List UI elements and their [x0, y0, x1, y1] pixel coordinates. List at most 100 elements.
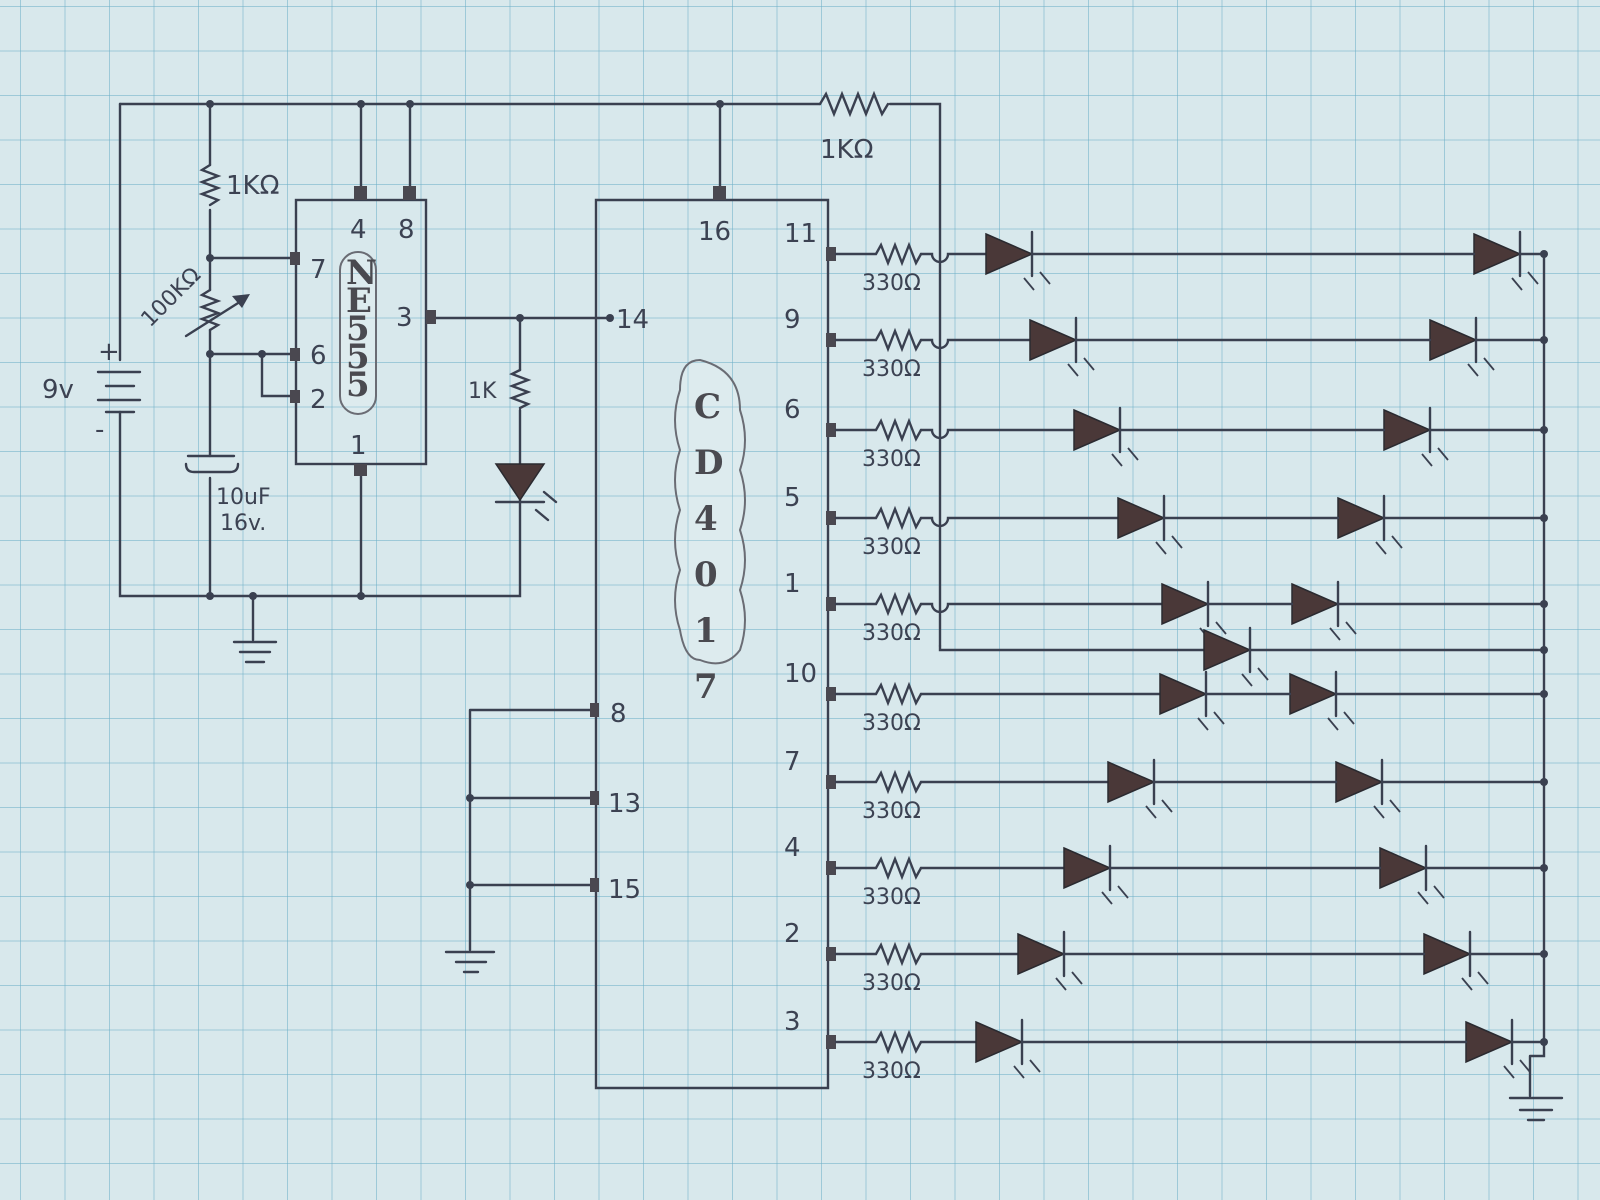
- resistor-label: 330Ω: [862, 971, 921, 996]
- ne555-pin7: 7: [310, 255, 327, 285]
- led-icon: [1473, 232, 1522, 276]
- battery-icon: [96, 370, 142, 414]
- ne555-letter: 5: [346, 309, 370, 349]
- ground-icon: [444, 950, 496, 974]
- indicator-resistor-label: 1K: [468, 379, 497, 404]
- led-icon: [1073, 408, 1122, 452]
- led-icon: [1423, 932, 1472, 976]
- cd4017-pin16: 16: [698, 217, 731, 247]
- output-row: 9 330Ω: [784, 305, 1548, 382]
- ne555-pin1: 1: [350, 431, 367, 461]
- cd4017-pin8: 8: [610, 699, 627, 729]
- resistor-label: 330Ω: [862, 447, 921, 472]
- led-icon: [1063, 846, 1112, 890]
- battery-minus: -: [95, 415, 104, 445]
- resistor-label: 330Ω: [862, 711, 921, 736]
- battery-label: 9v: [42, 375, 74, 405]
- ne555-pin2: 2: [310, 385, 327, 415]
- cd4017-pin14: 14: [616, 305, 649, 335]
- cd4017-outputs: 11330Ω9330Ω6330Ω5330Ω1330Ω10330Ω7330Ω433…: [784, 219, 1548, 1084]
- resistor-label: 330Ω: [862, 1059, 921, 1084]
- led-icon: [1029, 318, 1078, 362]
- cd4017-letter: 4: [694, 499, 718, 539]
- cd4017-left-pins: [590, 703, 599, 892]
- resistor-label: 330Ω: [862, 271, 921, 296]
- led-icon: [1107, 760, 1156, 804]
- led-icon: [1383, 408, 1432, 452]
- cd4017-output-pin: 10: [784, 659, 817, 689]
- ne555-letter: N: [346, 253, 377, 293]
- junction-dots: [206, 100, 724, 889]
- output-row: 2 330Ω: [784, 919, 1548, 996]
- top-1k-resistor: [818, 90, 890, 118]
- 330-resistor: [834, 769, 923, 795]
- led-icon: [1289, 672, 1338, 716]
- cd4017-letter: C: [694, 387, 721, 427]
- cd4017-pin13: 13: [608, 789, 641, 819]
- ne555-letter: 5: [346, 365, 370, 405]
- pot-label: 100KΩ: [137, 263, 206, 332]
- cd4017-output-pin: 2: [784, 919, 801, 949]
- led-icon: [1159, 672, 1208, 716]
- resistor-label: 330Ω: [862, 799, 921, 824]
- led-icon: [1117, 496, 1166, 540]
- led-icon: [1161, 582, 1210, 626]
- ne555-pin6: 6: [310, 341, 327, 371]
- top-resistor-label: 1KΩ: [820, 135, 873, 165]
- led-icon: [1465, 1020, 1514, 1064]
- battery-wire: [118, 102, 522, 598]
- capacitor-icon: [184, 454, 240, 474]
- cap-value: 10uF: [216, 485, 271, 510]
- cd4017-label-bubble: [674, 358, 746, 665]
- 330-resistor: [834, 327, 923, 353]
- cd4017-pin15: 15: [608, 875, 641, 905]
- output-row: 7 330Ω: [784, 747, 1548, 824]
- led-icon: [1017, 932, 1066, 976]
- ne555-letter: 5: [346, 337, 370, 377]
- indicator-resistor: [508, 368, 532, 410]
- led-icon: [1429, 318, 1478, 362]
- 330-resistor: [834, 241, 923, 267]
- cd4017-output-pin: 5: [784, 483, 801, 513]
- led-common-bus: [1508, 252, 1564, 1122]
- output-row: 4 330Ω: [784, 833, 1548, 910]
- cd4017-pin16-pad: [713, 186, 726, 200]
- cd4017-letter: D: [694, 443, 723, 483]
- 330-resistor: [834, 505, 923, 531]
- indicator-led-icon: [494, 463, 558, 522]
- cd4017-output-pin: 7: [784, 747, 801, 777]
- pot-resistor: [198, 288, 222, 332]
- cd4017-output-pin: 9: [784, 305, 801, 335]
- output-row-extra: [938, 608, 1548, 687]
- led-icon: [985, 232, 1034, 276]
- led-icon: [1203, 628, 1252, 672]
- battery-plus: +: [98, 337, 120, 367]
- r1-label: 1KΩ: [226, 171, 279, 201]
- r1-resistor: [198, 163, 222, 207]
- 330-resistor: [834, 417, 923, 443]
- resistor-label: 330Ω: [862, 357, 921, 382]
- pot-wiper-arrow: [184, 296, 248, 338]
- 330-resistor: [834, 681, 923, 707]
- cd4017-ground-wires: [468, 708, 598, 952]
- 330-resistor: [834, 1029, 923, 1055]
- ne555-pins: [290, 186, 436, 476]
- output-row: 10 330Ω: [784, 659, 1548, 736]
- resistor-label: 330Ω: [862, 885, 921, 910]
- cd4017-letter: 7: [694, 667, 718, 707]
- cd4017-chip: [594, 198, 830, 1090]
- ne555-pin4: 4: [350, 215, 367, 245]
- 330-resistor: [834, 855, 923, 881]
- led-icon: [975, 1020, 1024, 1064]
- led-icon: [1379, 846, 1428, 890]
- cd4017-letter: 0: [694, 555, 718, 595]
- resistor-label: 330Ω: [862, 621, 921, 646]
- cd4017-output-pin: 4: [784, 833, 801, 863]
